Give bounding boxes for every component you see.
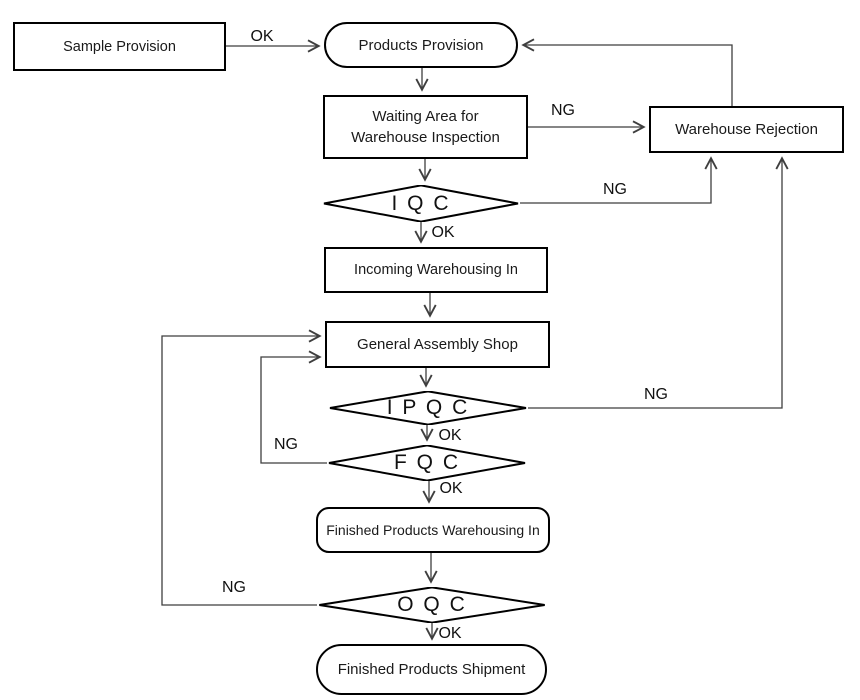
edge-label-ipqc-ng: NG	[644, 386, 668, 403]
node-ipqc-label: I P Q C	[386, 396, 470, 419]
node-incoming-warehousing: Incoming Warehousing In	[324, 247, 548, 293]
edge-iqc-to-rejection-ng	[520, 159, 711, 204]
edge-label-ipqc-ok: OK	[438, 427, 462, 444]
node-finished-products-warehousing: Finished Products Warehousing In	[316, 507, 550, 553]
node-warehouse-rejection-label: Warehouse Rejection	[675, 121, 818, 138]
node-products-provision: Products Provision	[324, 22, 518, 68]
node-finished-products-shipment: Finished Products Shipment	[316, 644, 547, 695]
edge-label-fqc-ok: OK	[439, 480, 463, 497]
edge-oqc-to-assembly-ng	[161, 336, 319, 606]
diamond-shape	[328, 391, 528, 425]
diamond-shape	[327, 445, 527, 481]
node-fqc-decision: F Q C	[327, 445, 527, 481]
node-waiting-area-label: Waiting Area for Warehouse Inspection	[351, 108, 500, 146]
node-finished-products-shipment-label: Finished Products Shipment	[337, 661, 526, 678]
edge-label-fqc-ng: NG	[274, 436, 298, 453]
node-oqc-decision: O Q C	[317, 587, 547, 623]
node-iqc-decision: I Q C	[322, 185, 520, 222]
node-finished-products-warehousing-label: Finished Products Warehousing In	[326, 522, 540, 538]
edge-rejection-to-products	[524, 45, 733, 106]
node-warehouse-rejection: Warehouse Rejection	[649, 106, 844, 153]
edge-label-iqc-ok: OK	[431, 224, 455, 241]
node-oqc-label: O Q C	[397, 593, 467, 616]
node-iqc-label: I Q C	[391, 191, 451, 215]
node-sample-provision: Sample Provision	[13, 22, 226, 71]
edge-label-iqc-ng: NG	[603, 181, 627, 198]
node-products-provision-label: Products Provision	[358, 36, 484, 54]
edge-ipqc-to-rejection-ng	[528, 159, 782, 409]
edge-label-oqc-ok: OK	[438, 625, 462, 642]
node-fqc-label: F Q C	[394, 451, 460, 474]
edge-label-sample-ok: OK	[250, 28, 274, 45]
edge-label-waiting-ng: NG	[551, 102, 575, 119]
node-general-assembly-shop: General Assembly Shop	[325, 321, 550, 368]
node-incoming-warehousing-label: Incoming Warehousing In	[354, 262, 518, 278]
node-waiting-area: Waiting Area for Warehouse Inspection	[323, 95, 528, 159]
node-general-assembly-shop-label: General Assembly Shop	[357, 336, 518, 353]
node-ipqc-decision: I P Q C	[328, 391, 528, 425]
node-sample-provision-label: Sample Provision	[63, 38, 176, 55]
edge-label-oqc-ng: NG	[222, 579, 246, 596]
edge-fqc-to-assembly-ng	[260, 357, 327, 464]
diamond-shape	[317, 587, 547, 623]
diamond-shape	[322, 185, 520, 222]
